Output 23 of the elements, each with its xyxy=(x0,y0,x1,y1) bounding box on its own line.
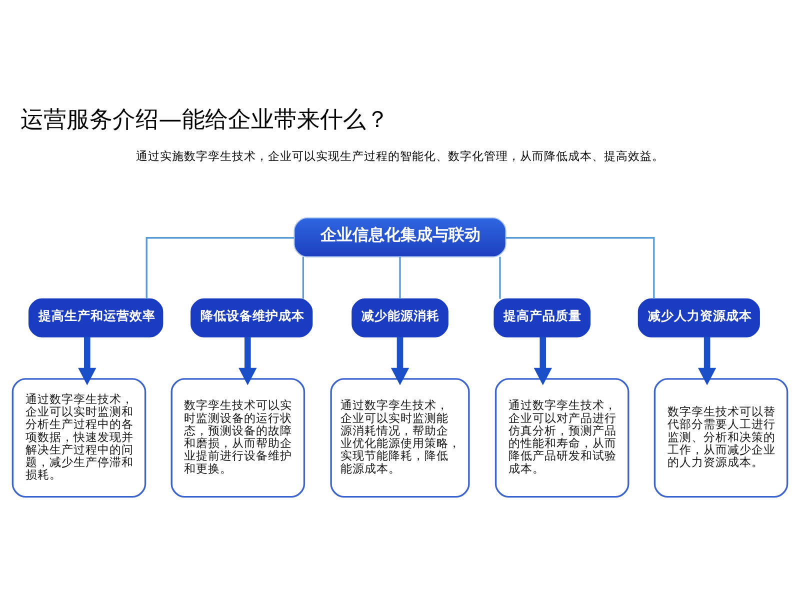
node-box: 降低设备维护成本 xyxy=(190,298,313,337)
node-box: 企业信息化集成与联动 xyxy=(294,216,506,257)
connector xyxy=(146,236,294,298)
connector xyxy=(506,236,655,298)
arrow xyxy=(238,336,257,385)
node-box: 提高产品质量 xyxy=(494,298,590,337)
node-box: 数字孪生技术可以实时监测设备的运行状态，预测设备的故障和磨损，从而帮助企业提前进行设备维护和更换。 xyxy=(170,378,306,498)
arrow xyxy=(534,336,552,385)
node-box: 通过数字孪生技术，企业可以实时监测和分析生产过程中的各项数据，快速发现并解决生产过程中的问题，减少生产停滞和损耗。 xyxy=(12,378,146,498)
node-box: 通过数字孪生技术，企业可以实时监测能源消耗情况，帮助企业优化能源使用策略，实现节能降耗，降低能源成本。 xyxy=(330,378,470,498)
arrow xyxy=(698,336,716,385)
label: 通过实施数字孪生技术，企业可以实现生产过程的智能化、数字化管理，从而降低成本、提高效益。 xyxy=(136,148,664,162)
node-box: 提高生产和运营效率 xyxy=(28,298,164,337)
connector xyxy=(499,256,501,298)
node-box: 减少人力资源成本 xyxy=(638,298,760,337)
arrow xyxy=(390,336,410,385)
connector xyxy=(399,256,401,298)
node-box: 减少能源消耗 xyxy=(352,298,448,337)
diagram-title: 运营服务介绍—能给企业带来什么？ xyxy=(20,106,389,132)
connector xyxy=(302,256,304,298)
node-box: 数字孪生技术可以替代部分需要人工进行监测、分析和决策的工作，从而减少企业的人力资源成本。 xyxy=(654,378,788,498)
node-box: 通过数字孪生技术，企业可以对产品进行仿真分析，预测产品的性能和寿命，从而降低产品研发和试验成本。 xyxy=(494,378,630,498)
arrow xyxy=(78,336,96,385)
